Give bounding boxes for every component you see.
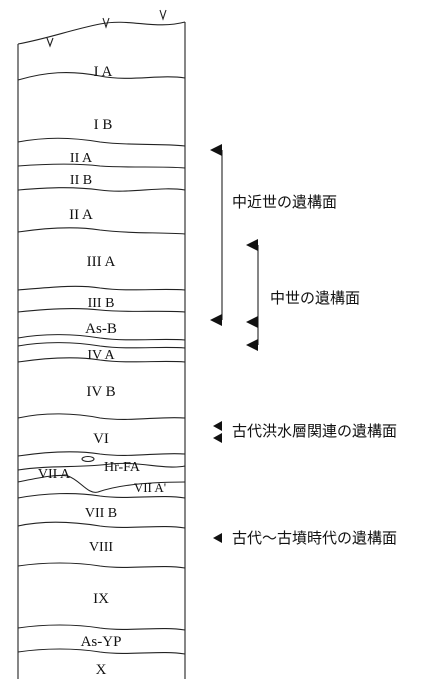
boundary-VIII-IX	[17, 562, 186, 569]
layer-label-IIA: II A	[69, 207, 93, 223]
layer-label-IVA: IV A	[87, 348, 115, 363]
layer-label-VIII: VIII	[89, 540, 113, 555]
marker-triangle-icon	[246, 316, 258, 328]
annotation-kodai-kofun: 古代～古墳時代の遺構面	[232, 530, 397, 547]
vegetation-mark	[159, 9, 167, 21]
boundary-IX-AsYP	[17, 624, 186, 631]
boundary-IIA-IIB	[17, 163, 186, 169]
boundary-VIIA-dip	[17, 474, 186, 493]
boundary-IB-IIA	[17, 137, 186, 147]
boundary-VIIA-inner	[17, 462, 186, 471]
boundary-IIA-IIIA	[17, 227, 186, 235]
layer-label-VIIA-prime: VII A'	[134, 480, 166, 495]
layer-label-IIIB: III B	[88, 296, 115, 311]
layer-label-IX: IX	[93, 591, 109, 607]
layer-label-X: X	[96, 662, 107, 678]
boundary-VI-VIIA	[17, 451, 186, 457]
marker-triangle-icon	[210, 314, 222, 326]
layer-labels: I A I B II A II B II A III A III B As-B …	[38, 64, 166, 678]
annotation-chusei: 中世の遺構面	[270, 290, 360, 307]
column-top-surface	[17, 21, 186, 45]
column-frame	[17, 9, 186, 679]
layer-label-AsYP: As-YP	[81, 634, 122, 650]
boundary-IIIA-IIIB	[17, 285, 186, 291]
layer-boundaries	[17, 71, 186, 655]
layer-label-HrFA: Hr-FA	[104, 460, 141, 475]
boundary-IIB-IIA	[17, 187, 186, 192]
vegetation-mark	[46, 37, 54, 48]
layer-label-VI: VI	[93, 431, 109, 447]
boundary-AsB-IVA-upper	[17, 334, 186, 341]
marker-triangle-icon	[213, 433, 222, 443]
layer-label-IB: I B	[94, 117, 113, 133]
boundary-IVA-IVB	[17, 357, 186, 363]
annotation-chukinsei: 中近世の遺構面	[232, 194, 337, 211]
annotations	[210, 144, 259, 543]
boundary-AsYP-X	[17, 648, 186, 655]
layer-label-IIB: II B	[70, 173, 92, 188]
layer-label-IA: I A	[94, 64, 113, 80]
boundary-IVB-VI	[17, 413, 186, 420]
boundary-IIIB-AsB	[17, 307, 186, 313]
boundary-IA-IB	[17, 71, 186, 81]
layer-label-IIIA: III A	[87, 254, 116, 270]
boundary-VIIA-VIIB	[17, 492, 186, 499]
annotation-kodai-kozui: 古代洪水層関連の遺構面	[232, 423, 397, 440]
hr-fa-lens	[81, 455, 95, 463]
layer-label-VIIB: VII B	[85, 506, 117, 521]
layer-label-IIA: II A	[70, 151, 93, 166]
marker-triangle-icon	[246, 239, 258, 251]
marker-triangle-icon	[213, 421, 222, 431]
annotation-labels: 中近世の遺構面 中世の遺構面 古代洪水層関連の遺構面 古代～古墳時代の遺構面	[232, 194, 397, 547]
boundary-VIIB-VIII	[17, 521, 186, 529]
boundary-AsB-IVA-lower	[17, 342, 186, 349]
layer-label-AsB: As-B	[85, 321, 117, 337]
layer-label-VIIA: VII A	[38, 467, 71, 482]
marker-triangle-icon	[210, 144, 222, 156]
vegetation-mark	[102, 17, 110, 29]
marker-triangle-icon	[246, 339, 258, 351]
marker-triangle-icon	[213, 533, 222, 543]
layer-label-IVB: IV B	[86, 384, 115, 400]
